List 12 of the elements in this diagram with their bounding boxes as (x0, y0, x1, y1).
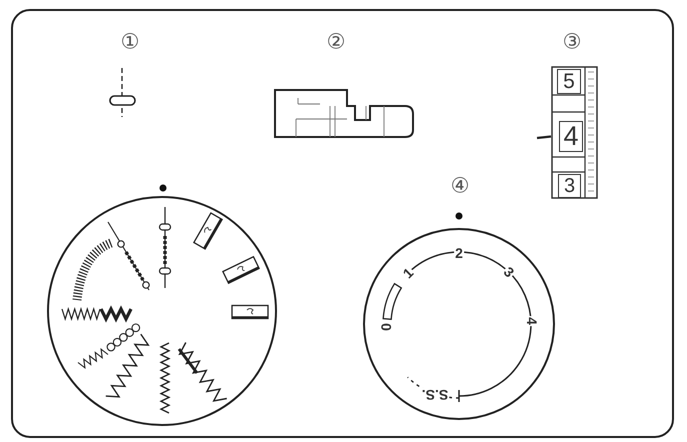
dial-number: 4 (524, 316, 539, 326)
stitch-length-dial (363, 228, 555, 420)
dial-number: 0 (379, 322, 394, 332)
scale-number-window: 5 (557, 69, 581, 94)
callout-number: ② (326, 32, 346, 52)
scale-number-window: 4 (559, 121, 583, 152)
dial-number: 2 (454, 246, 464, 260)
callout-number: ④ (450, 176, 470, 196)
callout-number: ① (120, 32, 140, 52)
callout-number: ③ (562, 32, 582, 52)
dial-marking: S.S. (420, 388, 449, 402)
scale-number-window: 3 (558, 174, 581, 198)
